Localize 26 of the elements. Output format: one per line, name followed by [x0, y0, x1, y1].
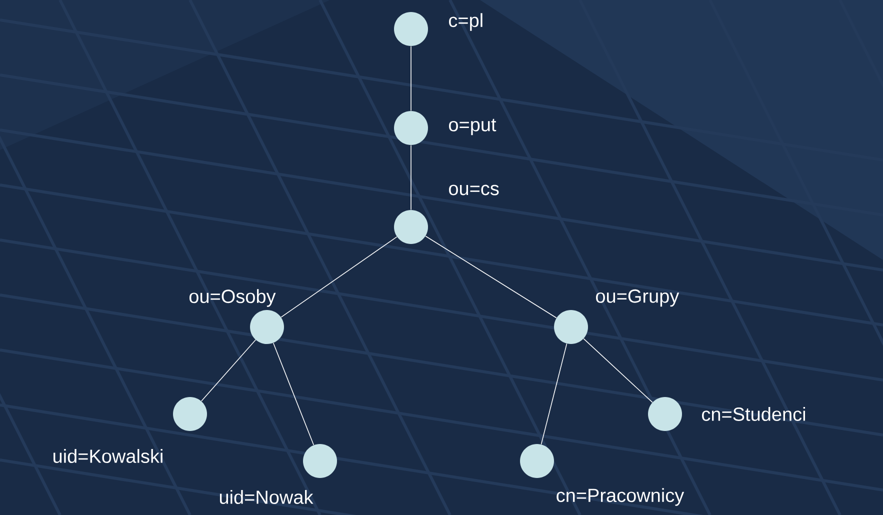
node-label: uid=Nowak	[220, 490, 314, 504]
connector-line	[410, 144, 412, 210]
node-label: ou=Grupy	[596, 289, 680, 307]
tree-node	[394, 111, 428, 145]
node-label: cn=Pracownicy	[556, 488, 684, 506]
node-label: uid=Kowalski	[54, 449, 162, 463]
tree-node	[250, 310, 284, 344]
tree-node	[554, 310, 588, 344]
connector-line	[425, 236, 557, 318]
node-label: cn=Studenci	[702, 407, 805, 421]
node-label: o=put	[449, 118, 496, 136]
tree-node	[394, 12, 428, 46]
node-label: ou=Osoby	[189, 289, 276, 307]
connector-line	[201, 339, 256, 402]
node-label: ou=cs	[449, 184, 499, 196]
tree-node	[303, 444, 337, 478]
connector-line	[540, 343, 568, 445]
tree-node	[394, 210, 428, 244]
connector-line	[410, 46, 412, 112]
tree-node	[173, 397, 207, 431]
connector-line	[272, 342, 314, 446]
connector-line	[583, 338, 653, 403]
connector-line	[280, 236, 398, 318]
tree-node	[648, 397, 682, 431]
node-label: c=pl	[449, 13, 482, 31]
tree-node	[520, 444, 554, 478]
